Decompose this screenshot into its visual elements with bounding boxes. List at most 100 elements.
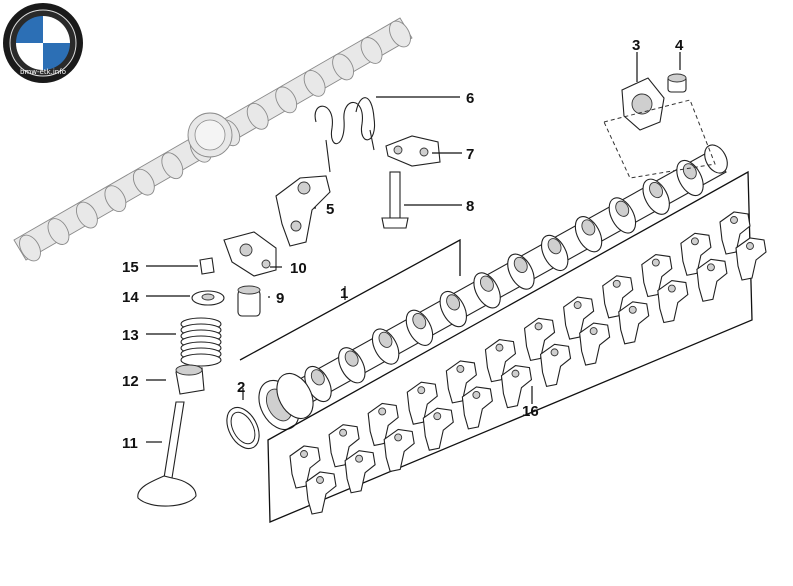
rocker-pivot bbox=[355, 454, 364, 463]
rocker-arm-item bbox=[602, 275, 634, 319]
rocker-arm-item bbox=[641, 253, 673, 298]
rocker-arm-item bbox=[500, 365, 533, 409]
ghost-cam-lobe bbox=[47, 218, 70, 245]
rocker-arm-item bbox=[657, 279, 689, 324]
bmw-logo: bmw-etk.info bbox=[3, 3, 83, 83]
rocker-arm-item bbox=[680, 232, 712, 276]
spring-coil bbox=[180, 353, 222, 367]
rocker-pivot bbox=[706, 263, 715, 272]
callout-13: 13 bbox=[122, 327, 139, 344]
ghost-cam-lobe bbox=[360, 37, 383, 64]
callout-2: 2 bbox=[237, 379, 245, 396]
rocker-pivot bbox=[433, 412, 442, 421]
rocker-pivot bbox=[589, 327, 598, 336]
rocker-arm-item bbox=[289, 445, 321, 489]
rocker-pivot bbox=[394, 433, 403, 442]
rocker-pivot bbox=[472, 390, 481, 399]
cam-lobe-shade bbox=[344, 350, 359, 367]
callout-15: 15 bbox=[122, 259, 139, 276]
cam-lobe-shade bbox=[446, 294, 461, 311]
camshaft-frame bbox=[239, 238, 461, 361]
rocker-pivot bbox=[612, 279, 621, 288]
rocker-arm-item bbox=[367, 402, 399, 447]
rocker-pivot bbox=[730, 216, 738, 224]
ghost-cam-lobe bbox=[161, 152, 184, 180]
rocker-pivot bbox=[495, 343, 504, 352]
bolt bbox=[381, 171, 409, 229]
callout-5: 5 bbox=[326, 201, 334, 218]
rocker-arm-item bbox=[735, 237, 767, 281]
callout-1: 1 bbox=[340, 285, 348, 302]
seal-ring bbox=[226, 406, 260, 450]
sensor-wheel bbox=[621, 77, 665, 131]
rocker-arm-item bbox=[383, 428, 415, 473]
rocker-pivot bbox=[417, 386, 426, 395]
hydraulic-lifter bbox=[237, 285, 261, 317]
rocker-arm-item bbox=[539, 343, 572, 388]
rocker-pivot bbox=[456, 364, 465, 373]
ghost-cam-lobe bbox=[104, 185, 127, 212]
torsion-spring bbox=[314, 97, 376, 173]
logo-caption: bmw-etk.info bbox=[20, 68, 66, 76]
rocker-pivot bbox=[550, 348, 559, 357]
cam-lobe-shade bbox=[479, 275, 494, 292]
rocker-pivot bbox=[534, 322, 543, 331]
rocker-arm-item bbox=[305, 471, 337, 515]
callouts: 1 2 3 4 5 6 7 8 9 10 11 12 13 14 15 16 bbox=[122, 37, 684, 452]
leader-lines bbox=[146, 52, 681, 443]
rocker-arm-item bbox=[344, 450, 376, 494]
valve bbox=[137, 401, 197, 507]
ghost-cam-lobe bbox=[132, 168, 155, 196]
rocker-pivot bbox=[300, 450, 308, 458]
screw-plug bbox=[667, 73, 687, 93]
rocker-arm-item bbox=[328, 424, 360, 468]
bracket bbox=[385, 135, 441, 167]
rocker-arm-item bbox=[523, 317, 556, 362]
callout-10: 10 bbox=[290, 260, 307, 277]
rocker-pivot bbox=[378, 407, 387, 416]
callout-3: 3 bbox=[632, 37, 640, 54]
rocker-arm-item bbox=[618, 301, 650, 345]
cam-lobe-shade bbox=[615, 200, 630, 217]
valve-keeper bbox=[199, 257, 215, 275]
callout-8: 8 bbox=[466, 198, 474, 215]
roller-follower bbox=[223, 231, 277, 277]
rocker-pivot bbox=[667, 284, 676, 293]
rocker-arm-item bbox=[563, 296, 595, 340]
ghost-cam-lobe bbox=[275, 86, 298, 114]
rocker-arm-item bbox=[579, 322, 611, 366]
ghost-cam-lobe bbox=[389, 20, 411, 48]
valve-spring bbox=[180, 317, 222, 367]
cam-lobe-shade bbox=[581, 219, 596, 236]
callout-14: 14 bbox=[122, 289, 139, 306]
callout-16: 16 bbox=[522, 403, 539, 420]
background-camshaft bbox=[13, 17, 413, 262]
cam-lobe-shade bbox=[682, 163, 697, 180]
callout-11: 11 bbox=[122, 435, 138, 452]
spring-seat bbox=[191, 290, 225, 306]
rocker-arm-item bbox=[719, 211, 751, 255]
rocker-pivot bbox=[316, 476, 324, 484]
callout-9: 9 bbox=[276, 290, 284, 307]
ghost-cam-lobe bbox=[246, 102, 269, 130]
callout-7: 7 bbox=[466, 146, 474, 163]
cam-lobe-shade bbox=[513, 256, 528, 273]
rocker-pivot bbox=[511, 369, 520, 378]
rocker-arm-item bbox=[696, 258, 728, 302]
ghost-cam-lobe bbox=[75, 201, 98, 229]
rocker-pivot bbox=[628, 305, 637, 314]
rocker-pivot bbox=[573, 301, 582, 310]
rocker-arm-item bbox=[445, 360, 477, 404]
dashed-group-frame bbox=[603, 99, 716, 179]
rocker-pivot bbox=[690, 237, 699, 246]
cam-lobe-shade bbox=[378, 331, 393, 348]
cam-lobe-shade bbox=[649, 181, 663, 199]
ghost-cam-lobe bbox=[19, 234, 41, 262]
callout-4: 4 bbox=[675, 37, 684, 54]
rocker-set-frame bbox=[267, 170, 753, 523]
ghost-cam-lobe bbox=[303, 70, 326, 97]
rocker-arm-item bbox=[461, 386, 493, 430]
cam-lobe-shade bbox=[310, 369, 325, 386]
rocker-pivot bbox=[746, 242, 754, 250]
